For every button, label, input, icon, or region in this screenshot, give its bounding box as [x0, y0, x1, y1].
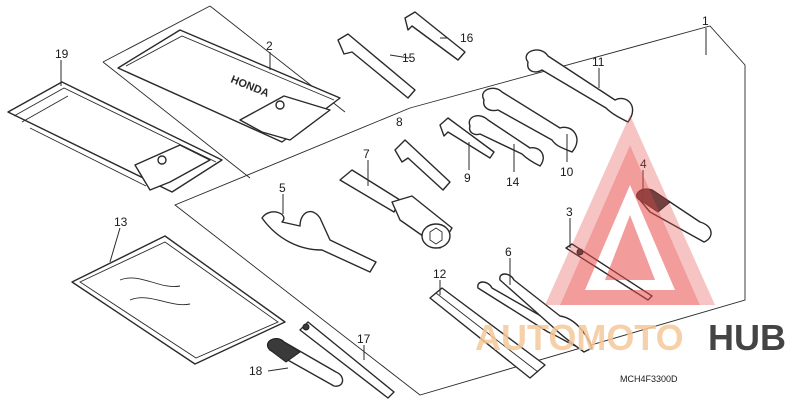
callout-15: 15 — [402, 51, 416, 65]
callout-7: 7 — [363, 147, 370, 161]
screwdriver-18 — [266, 338, 344, 387]
watermark-text-2: HUB — [708, 317, 786, 358]
callout-4: 4 — [640, 157, 647, 171]
watermark-logo — [545, 115, 715, 305]
callout-1: 1 — [702, 14, 709, 28]
watermark-text-1: AUTOMOTO — [475, 317, 684, 358]
callout-16: 16 — [460, 31, 474, 45]
watermark-triangle-icon — [560, 145, 700, 305]
callout-3: 3 — [566, 205, 573, 219]
callout-9: 9 — [464, 171, 471, 185]
flat-tool-pouch — [71, 235, 286, 365]
callout-5: 5 — [279, 181, 286, 195]
screwdriver-bit-17 — [299, 321, 395, 399]
wrench-14 — [468, 115, 544, 167]
pliers-6 — [477, 273, 593, 353]
diagram-code: MCH4F3300D — [620, 374, 678, 384]
callout-13: 13 — [114, 215, 128, 229]
hex-key-8 — [394, 139, 451, 191]
callout-8: 8 — [396, 115, 403, 129]
honda-tool-bag: HONDA — [117, 29, 341, 143]
callout-18: 18 — [249, 364, 263, 378]
wrench-11 — [525, 49, 634, 123]
wrench-10 — [482, 87, 578, 153]
socket-wrench-7 — [339, 169, 453, 249]
callout-6: 6 — [505, 245, 512, 259]
group-boundary — [174, 25, 746, 396]
callout-11: 11 — [592, 55, 605, 69]
callout-14: 14 — [506, 175, 520, 189]
callout-10: 10 — [560, 165, 574, 179]
callout-2: 2 — [266, 39, 273, 53]
hex-key-15 — [337, 33, 416, 99]
pin-spanner-5 — [261, 210, 377, 273]
hex-key-16 — [404, 11, 466, 61]
hex-key-9 — [439, 117, 495, 159]
long-tool-pouch — [7, 81, 223, 193]
callout-17: 17 — [357, 332, 371, 346]
callout-19: 19 — [55, 47, 69, 61]
extension-handle-12 — [429, 287, 546, 379]
callout-12: 12 — [433, 267, 447, 281]
